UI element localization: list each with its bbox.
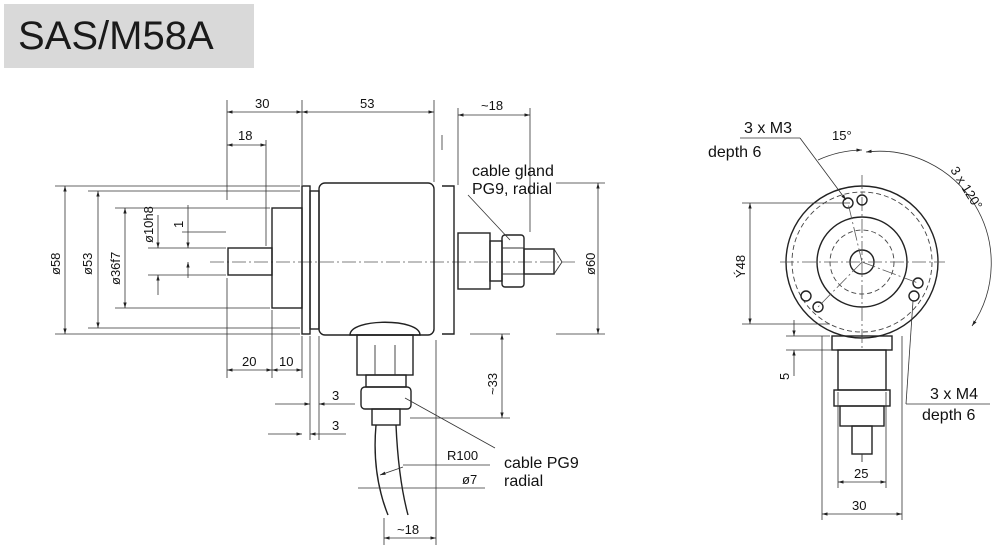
bottom-gland-base	[356, 334, 414, 376]
cable-gland-label-line1: cable gland	[472, 163, 554, 180]
shaft	[227, 247, 273, 276]
dim-20: 20	[242, 354, 256, 369]
dim-25: 25	[854, 466, 868, 481]
dim-d53: ø53	[80, 253, 95, 275]
cable-pg9-label-line1: cable PG9	[504, 455, 579, 472]
front-gland-nut	[833, 389, 891, 407]
bottom-gland-dome	[349, 321, 421, 336]
dim-33: ~33	[485, 373, 500, 395]
page-title: SAS/M58A	[18, 14, 214, 58]
m3-hole-3	[812, 301, 824, 313]
bottom-cable-left	[374, 424, 389, 516]
bottom-gland-hex	[360, 386, 412, 410]
angle-15: 15°	[832, 128, 852, 143]
flange	[301, 185, 311, 335]
right-gland-base	[457, 232, 491, 290]
m3-label-line2: depth 6	[708, 144, 761, 161]
m3-label-line1: 3 x M3	[744, 120, 792, 137]
cable-gland-label-line2: PG9, radial	[472, 181, 552, 198]
title-banner: SAS/M58A	[4, 4, 254, 68]
dim-5: 5	[777, 373, 792, 380]
right-cable	[523, 248, 555, 275]
m4-hole-3	[908, 290, 920, 302]
cable-pg9-label-line2: radial	[504, 473, 543, 490]
dim-30-top: 30	[255, 96, 269, 111]
front-cable	[851, 425, 873, 455]
side-view: 30 53 ~18 18 ø58 ø53 ø36f7 ø10h8	[48, 96, 605, 545]
bottom-gland-nut	[365, 374, 407, 388]
encoder-body	[318, 182, 435, 336]
dim-d36: ø36f7	[108, 252, 123, 285]
bottom-gland-tail	[371, 408, 401, 426]
dim-10-bottom: 10	[279, 354, 293, 369]
pilot-spigot	[271, 207, 303, 309]
dim-d10: ø10h8	[141, 206, 156, 243]
front-view: 15° 3 x 120° Ý48 5 25 30	[733, 128, 992, 520]
dim-18-shaft: 18	[238, 128, 252, 143]
flange-step	[309, 190, 320, 330]
m4-hole-2	[912, 277, 924, 289]
m4-hole-1	[800, 290, 812, 302]
front-gland-hex	[839, 405, 885, 427]
angle-3x120: 3 x 120°	[947, 164, 985, 213]
m4-label-line2: depth 6	[922, 407, 975, 424]
dim-18-bottom: ~18	[397, 522, 419, 537]
dim-3-a: 3	[332, 388, 339, 403]
dim-30-bottom: 30	[852, 498, 866, 513]
dim-3-b: 3	[332, 418, 339, 433]
dim-53-top: 53	[360, 96, 374, 111]
m4-label-line1: 3 x M4	[930, 386, 978, 403]
dim-d58: ø58	[48, 253, 63, 275]
dim-y48: Ý48	[733, 255, 748, 278]
right-gland-hex	[501, 234, 525, 288]
dim-r100: R100	[447, 448, 478, 463]
front-gland-body	[837, 349, 887, 391]
back-cover	[442, 185, 455, 335]
dim-18-top-right: ~18	[481, 98, 503, 113]
dim-1: 1	[171, 221, 186, 228]
dim-d60: ø60	[583, 253, 598, 275]
right-gland-nut	[489, 240, 503, 282]
bottom-cable-right	[395, 424, 409, 516]
dim-d7: ø7	[462, 472, 477, 487]
